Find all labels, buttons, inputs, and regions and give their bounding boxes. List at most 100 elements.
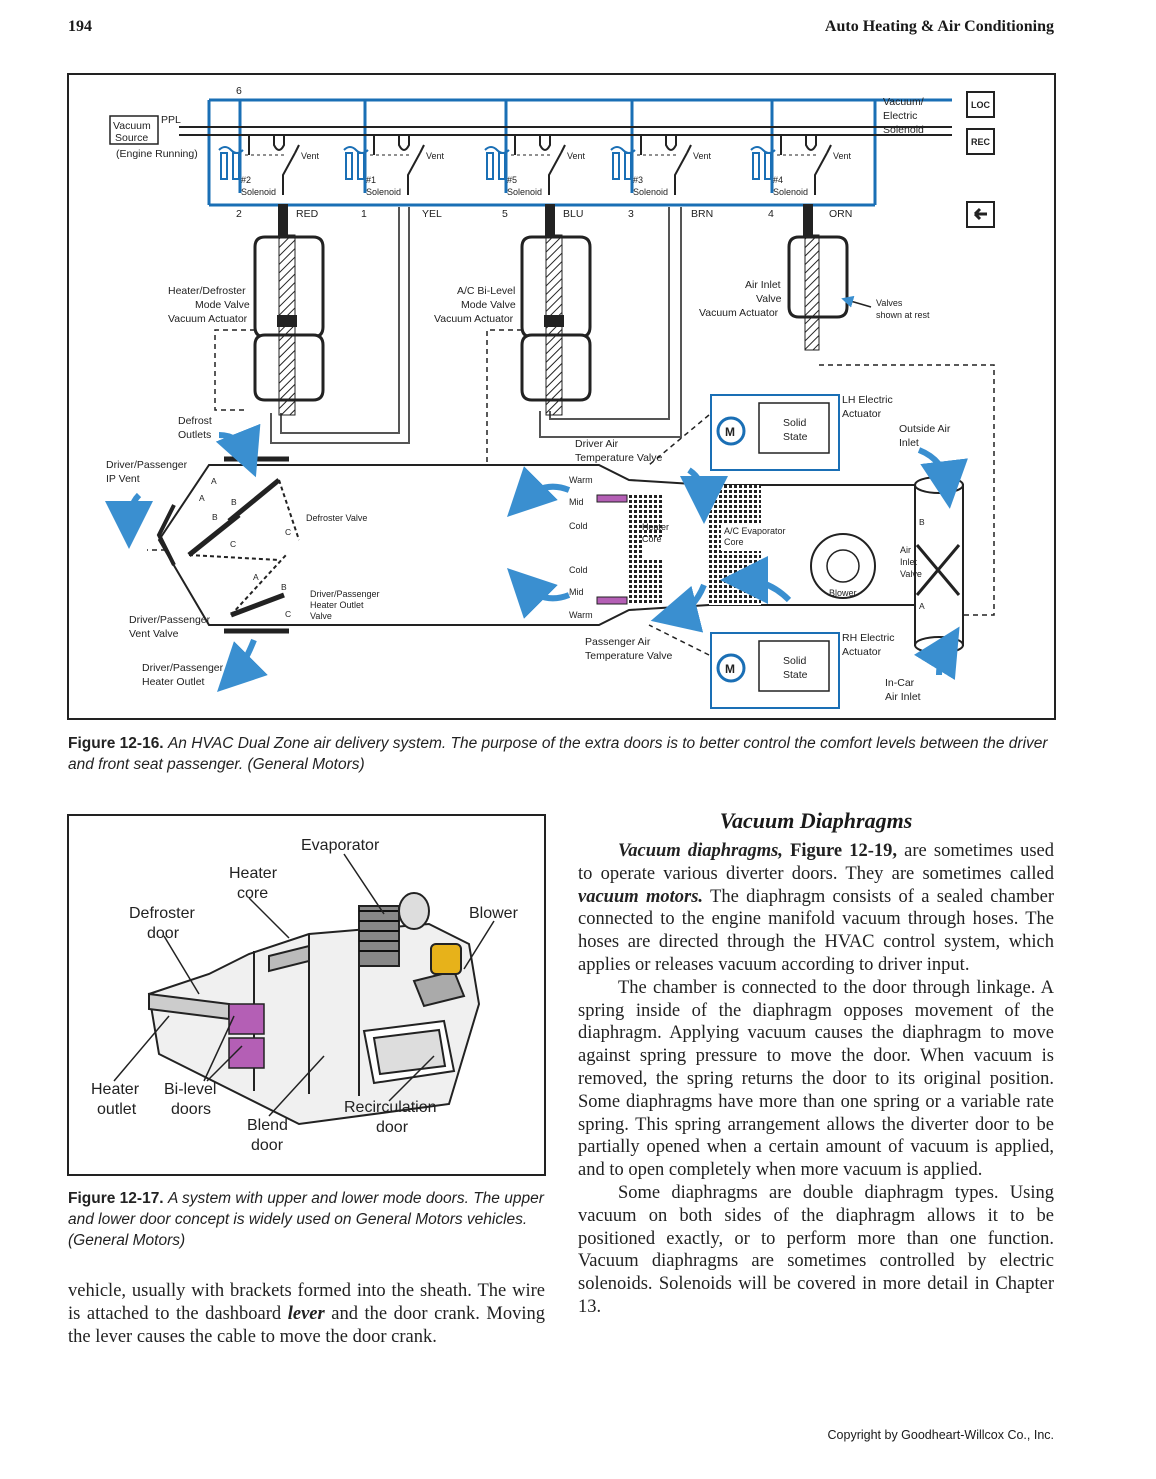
svg-text:Inlet: Inlet bbox=[899, 437, 919, 449]
label-heater-outlet: Heater bbox=[91, 1081, 140, 1098]
svg-text:C: C bbox=[285, 609, 291, 619]
blower-motor bbox=[430, 943, 462, 975]
svg-text:Heater Outlet: Heater Outlet bbox=[310, 600, 364, 610]
svg-text:Vacuum Actuator: Vacuum Actuator bbox=[168, 313, 248, 325]
svg-text:core: core bbox=[237, 885, 268, 902]
left-column-text: vehicle, usually with brackets formed in… bbox=[68, 1281, 545, 1347]
svg-text:Outlets: Outlets bbox=[178, 429, 211, 441]
right-column-text: Vacuum diaphragms, Figure 12-19, are som… bbox=[578, 840, 1054, 1319]
svg-text:Valves: Valves bbox=[876, 298, 903, 308]
svg-text:ORN: ORN bbox=[829, 208, 852, 220]
svg-text:YEL: YEL bbox=[422, 208, 442, 220]
svg-text:Defroster Valve: Defroster Valve bbox=[306, 513, 367, 523]
svg-text:Driver/Passenger: Driver/Passenger bbox=[106, 459, 188, 471]
running-header-title: Auto Heating & Air Conditioning bbox=[824, 18, 1054, 35]
svg-text:C: C bbox=[285, 527, 291, 537]
svg-text:Vacuum Actuator: Vacuum Actuator bbox=[434, 313, 514, 325]
lh-electric-actuator: M Solid State bbox=[710, 394, 840, 471]
svg-text:A: A bbox=[199, 493, 205, 503]
svg-text:Solenoid: Solenoid bbox=[507, 187, 542, 197]
svg-text:#4: #4 bbox=[773, 175, 783, 185]
section-title: Vacuum Diaphragms bbox=[719, 808, 913, 833]
svg-text:Temperature Valve: Temperature Valve bbox=[575, 452, 663, 464]
svg-text:IP Vent: IP Vent bbox=[106, 473, 140, 485]
air-inlet-duct bbox=[914, 476, 964, 654]
svg-text:Blower: Blower bbox=[829, 588, 857, 598]
svg-text:BRN: BRN bbox=[691, 208, 713, 220]
svg-text:door: door bbox=[147, 925, 180, 942]
svg-text:Valve: Valve bbox=[310, 611, 332, 621]
svg-text:Inlet: Inlet bbox=[900, 557, 918, 567]
svg-text:Driver/Passenger: Driver/Passenger bbox=[142, 662, 224, 674]
diagram-legend-icons bbox=[966, 91, 995, 228]
svg-text:Source: Source bbox=[115, 132, 148, 144]
svg-text:Warm: Warm bbox=[569, 610, 593, 620]
vacuum-main-line bbox=[179, 126, 952, 136]
svg-text:Air: Air bbox=[900, 545, 911, 555]
svg-text:State: State bbox=[783, 431, 808, 443]
svg-text:3: 3 bbox=[628, 208, 634, 220]
mode-doors bbox=[187, 478, 300, 618]
label-bilevel-doors: Bi-level bbox=[164, 1081, 216, 1098]
figure-12-17-mode-doors-drawing: Evaporator Heater core Defroster door Bl… bbox=[67, 814, 546, 1176]
svg-text:Heater/Defroster: Heater/Defroster bbox=[168, 285, 246, 297]
svg-text:Vent: Vent bbox=[301, 151, 320, 161]
bilevel-door-upper bbox=[228, 1003, 265, 1035]
svg-text:(Engine Running): (Engine Running) bbox=[116, 148, 198, 160]
svg-text:RH Electric: RH Electric bbox=[842, 632, 895, 644]
svg-text:Passenger Air: Passenger Air bbox=[585, 636, 651, 648]
svg-text:Driver Air: Driver Air bbox=[575, 438, 619, 450]
svg-text:B: B bbox=[212, 512, 218, 522]
svg-text:Cold: Cold bbox=[569, 565, 588, 575]
rh-electric-actuator: M Solid State bbox=[710, 632, 840, 709]
svg-text:Mid: Mid bbox=[569, 587, 584, 597]
hvac-unit-drawing bbox=[147, 892, 481, 1126]
svg-text:Solid: Solid bbox=[783, 655, 807, 667]
svg-text:REC: REC bbox=[971, 137, 991, 147]
svg-text:Core: Core bbox=[642, 534, 662, 544]
svg-text:Cold: Cold bbox=[569, 521, 588, 531]
svg-text:Valve: Valve bbox=[900, 569, 922, 579]
svg-text:Electric: Electric bbox=[883, 110, 917, 122]
svg-text:B: B bbox=[281, 582, 287, 592]
svg-text:door: door bbox=[376, 1119, 409, 1136]
figure-12-16-caption: Figure 12-16. An HVAC Dual Zone air deli… bbox=[68, 735, 1048, 773]
paragraph-3: Some diaphragms are double diaphragm typ… bbox=[578, 1182, 1054, 1317]
svg-text:Solenoid: Solenoid bbox=[241, 187, 276, 197]
svg-text:Solenoid: Solenoid bbox=[366, 187, 401, 197]
svg-text:#5: #5 bbox=[507, 175, 517, 185]
svg-text:B: B bbox=[919, 517, 925, 527]
svg-text:A/C Evaporator: A/C Evaporator bbox=[724, 526, 786, 536]
svg-text:State: State bbox=[783, 669, 808, 681]
svg-text:Vent: Vent bbox=[426, 151, 445, 161]
svg-text:Mid: Mid bbox=[569, 497, 584, 507]
svg-text:Warm: Warm bbox=[569, 475, 593, 485]
solenoid-wiring bbox=[207, 98, 952, 207]
svg-text:Air Inlet: Air Inlet bbox=[745, 279, 781, 291]
svg-text:B: B bbox=[231, 497, 237, 507]
label-recirculation-door: Recirculation bbox=[344, 1099, 436, 1116]
svg-text:A: A bbox=[211, 476, 217, 486]
svg-text:#3: #3 bbox=[633, 175, 643, 185]
label-evaporator: Evaporator bbox=[301, 837, 380, 854]
svg-text:Driver/Passenger: Driver/Passenger bbox=[310, 589, 380, 599]
svg-text:LH Electric: LH Electric bbox=[842, 394, 893, 406]
svg-text:1: 1 bbox=[361, 208, 367, 220]
svg-text:A: A bbox=[253, 572, 259, 582]
svg-text:A: A bbox=[919, 601, 925, 611]
svg-text:A/C Bi-Level: A/C Bi-Level bbox=[457, 285, 515, 297]
svg-text:BLU: BLU bbox=[563, 208, 583, 220]
svg-text:Temperature Valve: Temperature Valve bbox=[585, 650, 673, 662]
copyright-footer: Copyright by Goodheart-Willcox Co., Inc. bbox=[827, 1428, 1054, 1442]
svg-text:Mode Valve: Mode Valve bbox=[461, 299, 516, 311]
label-heater-core: Heater bbox=[229, 865, 278, 882]
label-blend-door: Blend bbox=[247, 1117, 288, 1134]
svg-text:5: 5 bbox=[502, 208, 508, 220]
svg-text:#1: #1 bbox=[366, 175, 376, 185]
svg-text:Solenoid: Solenoid bbox=[633, 187, 668, 197]
svg-text:Vent: Vent bbox=[833, 151, 852, 161]
svg-text:M: M bbox=[725, 662, 735, 676]
paragraph-2: The chamber is connected to the door thr… bbox=[578, 977, 1054, 1181]
svg-text:Driver/Passenger: Driver/Passenger bbox=[129, 614, 211, 626]
